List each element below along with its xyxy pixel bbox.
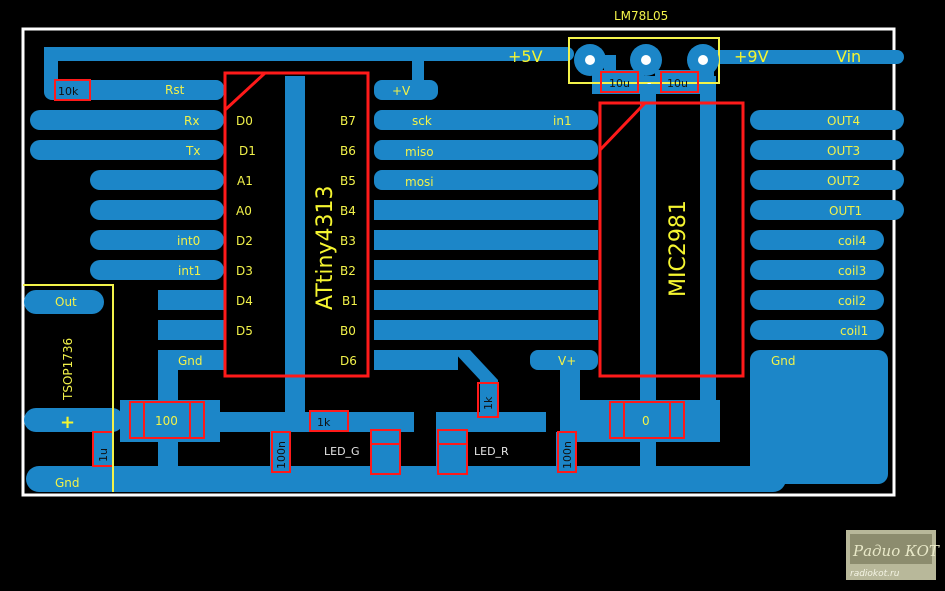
plus-v-label: +V (392, 84, 411, 98)
pin-b1: B1 (342, 294, 358, 308)
miso-label: miso (405, 145, 434, 159)
c-100n-a (271, 431, 291, 473)
attiny-body (223, 71, 370, 378)
pin-d0: D0 (236, 114, 253, 128)
coil1-label: coil1 (840, 324, 868, 338)
int1-label: int1 (178, 264, 201, 278)
rx-label: Rx (184, 114, 199, 128)
r-1k-vertical (477, 382, 499, 418)
vin-label: Vin (836, 47, 861, 66)
watermark-url: radiokot.ru (850, 569, 900, 579)
regulator-outline (568, 37, 720, 84)
left-signal-labels: Rst Rx Tx int0 int1 Gnd (165, 83, 203, 368)
lm78l05-regulator: LM78L05 +5V +9V Vin - (508, 9, 861, 90)
out3-label: OUT3 (827, 144, 860, 158)
sck-label: sck (412, 114, 432, 128)
pin-a0: A0 (236, 204, 252, 218)
out4-label: OUT4 (827, 114, 860, 128)
out2-label: OUT2 (827, 174, 860, 188)
regulator-label: LM78L05 (614, 9, 668, 23)
pin-d5: D5 (236, 324, 253, 338)
c-100n-b (557, 431, 577, 473)
pin-b0: B0 (340, 324, 356, 338)
board-outline (21, 27, 896, 497)
int0-label: int0 (177, 234, 200, 248)
part-values: 10k 10u 10u 100 1u 100n 1k 1k 100n 0 (58, 77, 688, 469)
tsop-out-label: Out (55, 295, 77, 309)
rst-label: Rst (165, 83, 185, 97)
tsop-label: TSOP1736 (61, 338, 75, 401)
components (54, 71, 745, 475)
val-100n-b: 100n (561, 441, 574, 469)
attiny-label: ATtiny4313 (313, 186, 338, 310)
pin-d2: D2 (236, 234, 253, 248)
tsop-gnd-label: Gnd (55, 476, 80, 490)
pin-d3: D3 (236, 264, 253, 278)
plus5v-label: +5V (508, 47, 543, 66)
c-10u-out (600, 71, 639, 93)
gnd-left-label: Gnd (178, 354, 203, 368)
svg-text:-: - (647, 76, 651, 90)
plus9v-label: +9V (734, 47, 769, 66)
tsop-plus-label: + (60, 412, 75, 433)
out1-label: OUT1 (829, 204, 862, 218)
right-signal-labels: +V sck miso mosi in1 V+ (392, 84, 576, 368)
pin-d4: D4 (236, 294, 253, 308)
coil4-label: coil4 (838, 234, 866, 248)
r-1k-led (309, 410, 349, 432)
val-1u: 1u (97, 448, 110, 462)
pin-b6: B6 (340, 144, 356, 158)
coil3-label: coil3 (838, 264, 866, 278)
val-0: 0 (642, 414, 650, 428)
val-1k-a: 1k (317, 416, 331, 429)
watermark-title: Радио КОТ (852, 542, 940, 560)
pin-b4: B4 (340, 204, 356, 218)
gnd-right-label: Gnd (771, 354, 796, 368)
val-100n-a: 100n (275, 441, 288, 469)
tsop-outline (23, 284, 114, 492)
val-10u-b: 10u (667, 77, 688, 90)
mic2981-body (598, 101, 745, 378)
pin-b5: B5 (340, 174, 356, 188)
val-100: 100 (155, 414, 178, 428)
coil2-label: coil2 (838, 294, 866, 308)
pin-d1: D1 (239, 144, 256, 158)
val-10k: 10k (58, 85, 79, 98)
val-10u-a: 10u (609, 77, 630, 90)
output-labels: OUT4 OUT3 OUT2 OUT1 coil4 coil3 coil2 co… (771, 114, 868, 368)
pin-b3: B3 (340, 234, 356, 248)
pin-a1: A1 (237, 174, 253, 188)
tx-label: Tx (185, 144, 200, 158)
mcu-left-pins: D0 D1 A1 A0 D2 D3 D4 D5 (236, 114, 256, 338)
pin-d6: D6 (340, 354, 357, 368)
mcu-right-pins: B7 B6 B5 B4 B3 B2 B1 B0 D6 (340, 114, 358, 368)
c-10u-in (660, 71, 699, 93)
vplus-label: V+ (558, 354, 576, 368)
pin-b2: B2 (340, 264, 356, 278)
in1-label: in1 (553, 114, 572, 128)
radiokot-watermark: Радио КОТ radiokot.ru (846, 530, 940, 580)
r-10k (54, 79, 91, 101)
led-g-label: LED_G (324, 445, 360, 458)
led-r-label: LED_R (474, 445, 509, 458)
pin-b7: B7 (340, 114, 356, 128)
mosi-label: mosi (405, 175, 434, 189)
mic2981-label: MIC2981 (666, 200, 691, 297)
val-1k-b: 1k (482, 396, 495, 410)
